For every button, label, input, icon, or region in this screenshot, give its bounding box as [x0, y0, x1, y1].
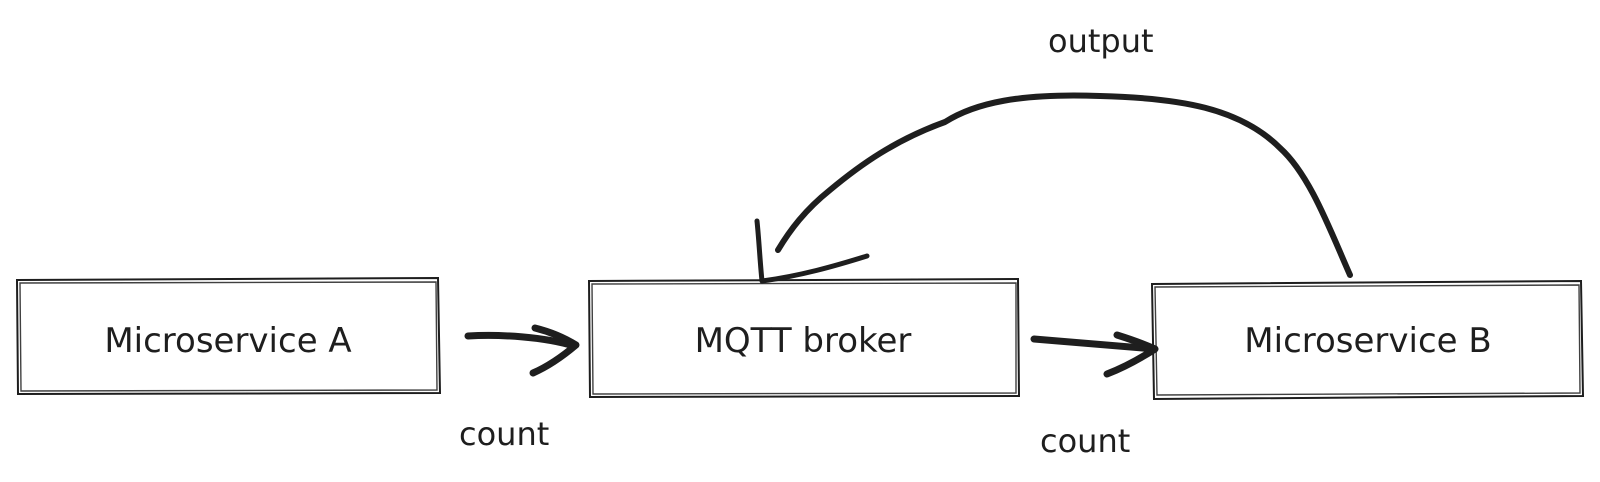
mqtt-broker-label: MQTT broker — [695, 321, 912, 361]
edge-label-a-to-broker: count — [459, 415, 549, 453]
microservice-b-node[interactable]: Microservice B — [1150, 279, 1585, 401]
edge-label-b-to-broker: output — [1048, 22, 1154, 60]
microservice-a-node[interactable]: Microservice A — [15, 276, 442, 396]
microservice-a-label: Microservice A — [104, 321, 351, 361]
edge-label-broker-to-b: count — [1040, 422, 1130, 460]
arrow-b-to-broker — [754, 92, 1353, 284]
microservice-b-label: Microservice B — [1244, 321, 1491, 361]
mqtt-broker-node[interactable]: MQTT broker — [587, 277, 1021, 399]
arrow-broker-to-b — [1030, 331, 1159, 378]
arrow-a-to-broker — [464, 324, 580, 377]
